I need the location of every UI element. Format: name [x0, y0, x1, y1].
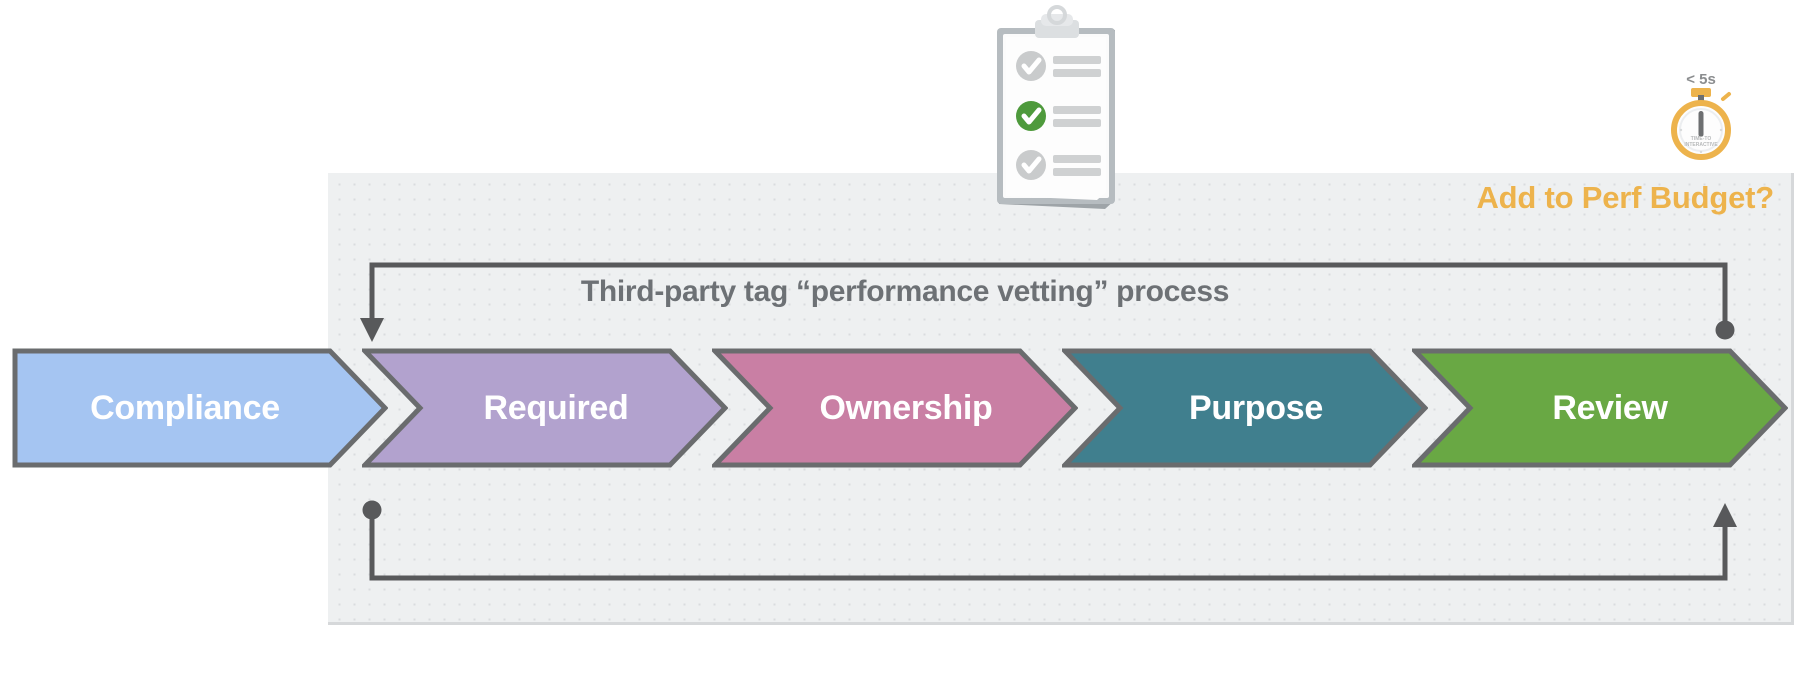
perf-budget-label: Add to Perf Budget? [1476, 180, 1774, 215]
stage-label-review: Review [1552, 388, 1668, 427]
process-title: Third-party tag “performance vetting” pr… [580, 275, 1230, 308]
stage-label-ownership: Ownership [819, 388, 993, 427]
clipboard-checklist-icon [997, 5, 1115, 209]
stage-label-compliance: Compliance [90, 388, 280, 427]
stage-shape-required [362, 348, 728, 468]
stopwatch-dial-line1: TIME-TO [1691, 136, 1712, 142]
stage-review[interactable]: Review [1412, 348, 1788, 468]
process-stage-list: Compliance Required Ownership Purpose Re [0, 348, 1810, 468]
stage-compliance[interactable]: Compliance [12, 348, 388, 468]
stage-label-required: Required [483, 388, 629, 427]
stopwatch-time-label: < 5s [1686, 71, 1716, 88]
stage-purpose[interactable]: Purpose [1062, 348, 1428, 468]
stage-ownership[interactable]: Ownership [712, 348, 1078, 468]
stage-label-purpose: Purpose [1189, 388, 1323, 427]
stage-shape-ownership [712, 348, 1078, 468]
stage-shape-purpose [1062, 348, 1428, 468]
stopwatch-icon: < 5s TIME-TO INTERACTIVE [1671, 71, 1731, 160]
stage-shape-compliance [12, 348, 388, 468]
stage-shape-review [1412, 348, 1788, 468]
stage-required[interactable]: Required [362, 348, 728, 468]
stopwatch-dial-line2: INTERACTIVE [1684, 142, 1718, 148]
